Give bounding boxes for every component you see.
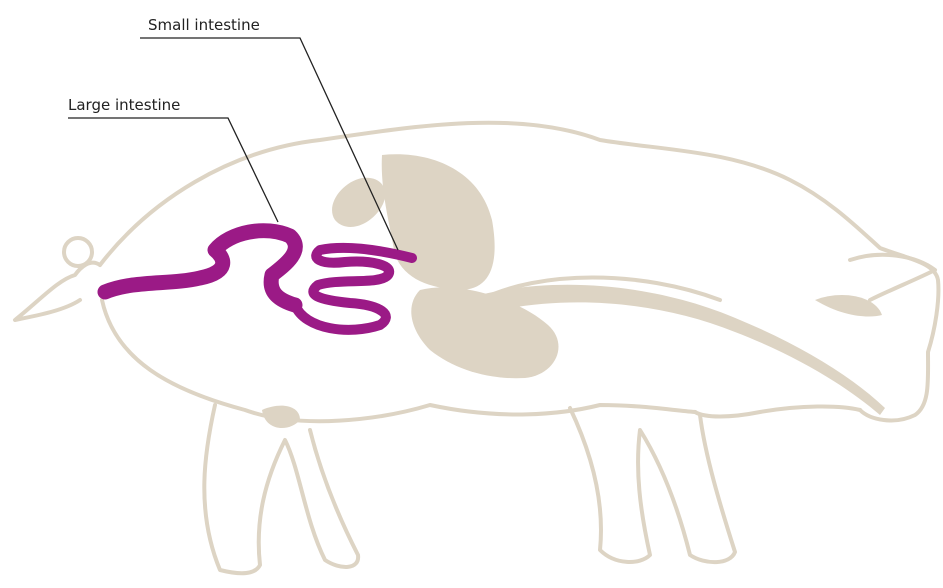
small-intestine <box>295 248 412 330</box>
intestine-group <box>105 231 412 330</box>
pig-ear-outline <box>850 255 935 300</box>
pig-front-leg-outline <box>570 408 735 562</box>
organ-stomach <box>382 154 495 290</box>
large-intestine <box>105 231 295 305</box>
pig-tail-curl <box>64 238 92 266</box>
internal-organs <box>262 154 885 428</box>
pig-rear-leg-outline <box>204 405 358 573</box>
pig-belly-outline <box>102 300 695 421</box>
pig-tail-outline <box>15 263 100 320</box>
large-intestine-leader <box>68 118 278 222</box>
organ-spleen <box>332 178 385 227</box>
pig-snout-outline <box>695 406 860 416</box>
large-intestine-label: Large intestine <box>68 96 180 114</box>
organ-belly-shape <box>262 406 300 428</box>
small-intestine-label: Small intestine <box>148 16 260 34</box>
